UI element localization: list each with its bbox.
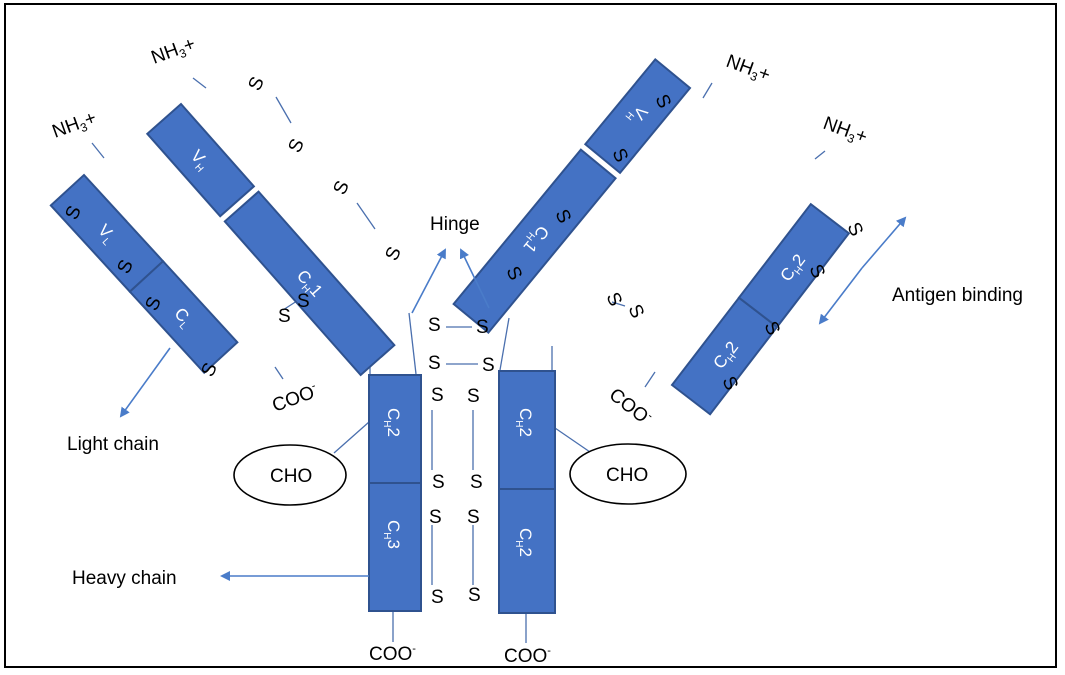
domain-vh [583,57,692,175]
domain-ch2-bottom [498,488,556,614]
cho-label: CHO [270,466,312,487]
antigen-arrow-up [861,216,907,269]
sulfur-label: S [467,507,480,528]
nh3-label: NH3+ [723,51,773,88]
hinge-label: Hinge [430,214,480,235]
cho-right: CHO [569,443,687,505]
hinge-arrow-right [459,248,490,309]
sulfur-label: S [601,289,625,309]
nh3-label: NH3+ [820,113,870,150]
domain-ch2-label: CH2 [381,408,403,437]
sulfur-label: S [429,507,442,528]
light-chain-arrow [119,347,171,418]
diagram-frame [4,3,1057,668]
heavy-chain-label: Heavy chain [72,568,177,589]
sulfur-label: S [470,472,483,493]
cho-oval [233,444,347,506]
antigen-binding-label: Antigen binding [892,285,1023,306]
antigen-arrow-down [818,267,863,325]
heavy-chain-right-arm: VH CH1 [452,57,692,335]
sulfur-label: S [623,301,647,321]
nh3-label: NH3+ [50,107,100,144]
coo-label: COO- [504,645,551,667]
sulfur-label: S [482,355,495,376]
light-chain-right: CH2 CH2 [670,202,851,416]
domain-ch3-label: CH3 [381,520,403,549]
domain-ch2-top-label: CH2 [513,408,535,437]
light-chain-label: Light chain [67,434,159,455]
domain-ch3 [368,482,422,612]
heavy-chain-stem-right: CH2 CH2 [498,370,556,614]
sulfur-label: S [432,472,445,493]
sulfur-label: S [431,385,444,406]
cho-oval [569,443,687,505]
sulfur-label: S [329,178,353,198]
heavy-chain-stem-left: CH2 CH3 [368,374,422,612]
domain-cl [128,259,239,375]
domain-ch1 [452,148,617,335]
sulfur-label: S [428,315,441,336]
sulfur-label: S [381,244,405,264]
domain-ch2-bottom-label: CH2 [513,528,535,557]
sulfur-label: S [431,587,444,608]
domain-ch2-top [498,370,556,490]
heavy-chain-left-arm: VH CH1 [145,102,396,377]
domain-vh [145,102,256,218]
sulfur-label: S [476,317,489,338]
sulfur-label: S [284,136,308,156]
domain-ch2 [368,374,422,484]
sulfur-label: S [468,585,481,606]
sulfur-label: S [244,74,268,94]
domain-ch2-top [737,202,851,329]
light-chain-left: VL CL [49,173,239,375]
sulfur-label: S [278,306,291,327]
coo-label: COO- [369,643,416,665]
coo-label: COO- [605,384,656,430]
cho-label: CHO [606,465,648,486]
domain-ch1 [223,190,396,377]
sulfur-label: S [428,353,441,374]
cho-left: CHO [233,444,347,506]
annotation-arrows [119,216,907,581]
hinge-arrow-left [411,248,446,314]
sulfur-label: S [467,386,480,407]
sulfur-label: S [297,291,310,312]
coo-label: COO- [269,380,321,417]
nh3-label: NH3+ [149,33,199,70]
